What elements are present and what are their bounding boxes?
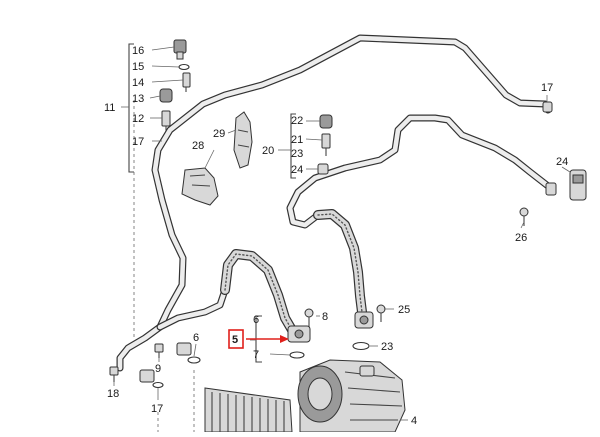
valve-core-part [161,110,171,131]
callout-28: 28 [192,140,204,152]
bolt-right-part [519,207,529,226]
bolt-9-part [154,343,164,358]
callout-leaders [113,43,571,432]
valve-cap-part [159,88,173,103]
callout-23-bottom: 23 [381,341,393,353]
o-ring-6-part [187,356,201,364]
callout-17-right: 17 [541,82,553,94]
ac-pipe-lines [116,34,552,372]
fitting-17-part [139,369,164,389]
callout-9: 9 [155,363,161,375]
pressure-sensor-part [173,39,187,60]
callout-18: 18 [107,388,119,400]
highlight-callout [228,329,289,349]
callout-21: 21 [291,134,303,146]
callout-8: 8 [322,311,328,323]
sensor-right-part [569,169,587,201]
highlight-arrowhead [280,335,289,343]
service-valve-part [182,72,191,92]
service-valve-right-part [321,133,331,156]
callout-26: 26 [515,232,527,244]
valve-cap-right-part [319,114,333,129]
callout-12: 12 [132,113,144,125]
callout-25: 25 [398,304,410,316]
components [109,39,587,433]
pipe-fitting-part [317,163,329,175]
ac-compressor-part [297,359,406,433]
callout-7: 7 [253,349,259,361]
o-ring-part [178,63,190,71]
pipe-bracket-part [181,167,219,206]
flex-hoses [220,209,367,335]
callout-17-bottom: 17 [151,403,163,415]
callout-17-top: 17 [132,136,144,148]
callout-4: 4 [411,415,417,427]
callout-5: 5 [232,334,238,346]
bolt-8-part [304,308,314,328]
callout-13: 13 [132,93,144,105]
hose-connector-right-part [354,311,374,329]
bolt-18-part [109,366,119,382]
o-ring-7-part [289,351,305,359]
pipe-holder-part [233,111,253,169]
o-ring-23-part [352,341,370,351]
callout-15: 15 [132,61,144,73]
callout-22: 22 [291,115,303,127]
callout-20: 20 [262,145,274,157]
callout-14: 14 [132,77,144,89]
highlight-box [228,329,244,349]
hose-connector-part [287,325,311,343]
callout-11: 11 [104,102,115,114]
callout-6-left: 6 [193,332,199,344]
callout-29: 29 [213,128,225,140]
callout-labels: 16 15 14 13 12 17 11 28 29 22 21 20 23 2… [104,45,568,427]
callout-24-right: 24 [556,156,568,168]
callout-16: 16 [132,45,144,57]
callout-6-mid: 6 [253,314,259,326]
bolt-25-part [376,304,386,322]
condenser-part [204,387,293,433]
callout-23-top: 23 [291,148,303,160]
callout-24-left: 24 [291,164,303,176]
